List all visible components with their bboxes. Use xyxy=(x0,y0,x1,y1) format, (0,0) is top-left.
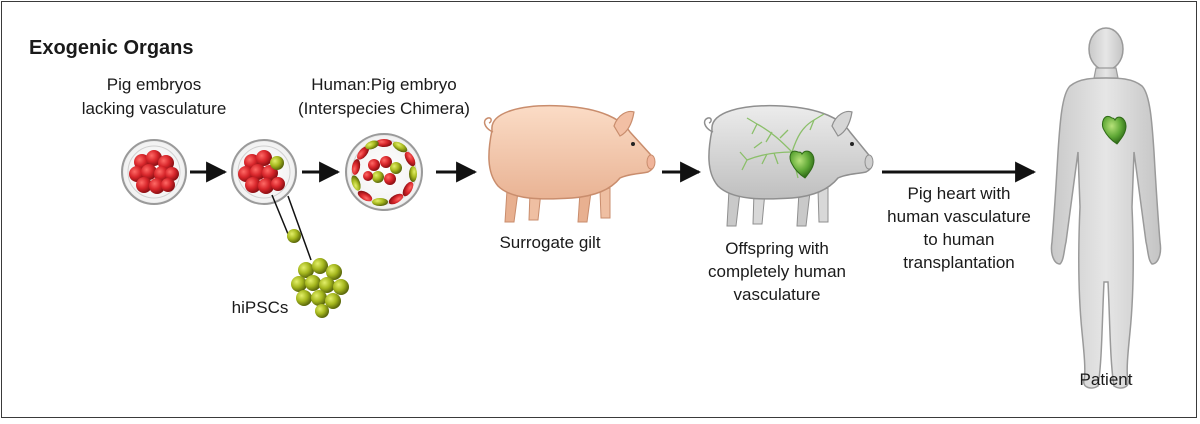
label-offspring-line2: completely human xyxy=(708,262,846,281)
label-offspring-line1: Offspring with xyxy=(725,239,829,258)
hipsc-cluster xyxy=(291,258,349,318)
embryo-cluster xyxy=(238,150,285,194)
label-patient: Patient xyxy=(1080,370,1133,389)
label-transplant-line4: transplantation xyxy=(903,253,1015,272)
label-chimera-line2: (Interspecies Chimera) xyxy=(298,99,470,118)
label-offspring-line3: vasculature xyxy=(734,285,821,304)
embryo-cluster xyxy=(129,150,179,194)
figure-title: Exogenic Organs xyxy=(29,37,194,59)
petri-dish-icon xyxy=(121,139,187,205)
heart-icon xyxy=(1101,116,1127,145)
zoom-line xyxy=(287,195,312,261)
label-pig-embryos-line1: Pig embryos xyxy=(107,75,201,94)
label-surrogate-gilt: Surrogate gilt xyxy=(499,233,600,252)
label-transplant-line3: to human xyxy=(924,230,995,249)
label-transplant-line1: Pig heart with xyxy=(908,184,1011,203)
label-pig-embryos-line2: lacking vasculature xyxy=(82,99,227,118)
label-hipscs: hiPSCs xyxy=(232,298,289,317)
vasculature-network xyxy=(739,113,825,179)
zoom-line xyxy=(271,194,289,235)
petri-dish-icon xyxy=(231,139,297,205)
human-silhouette-icon xyxy=(1050,27,1162,389)
label-chimera-line1: Human:Pig embryo xyxy=(311,75,457,94)
pig-icon xyxy=(483,104,656,223)
chimera-embryo xyxy=(351,139,417,206)
single-hipsc xyxy=(287,229,301,243)
label-transplant-line2: human vasculature xyxy=(887,207,1031,226)
petri-dish-icon xyxy=(345,133,423,211)
heart-icon xyxy=(789,150,815,179)
pig-icon xyxy=(703,104,874,227)
